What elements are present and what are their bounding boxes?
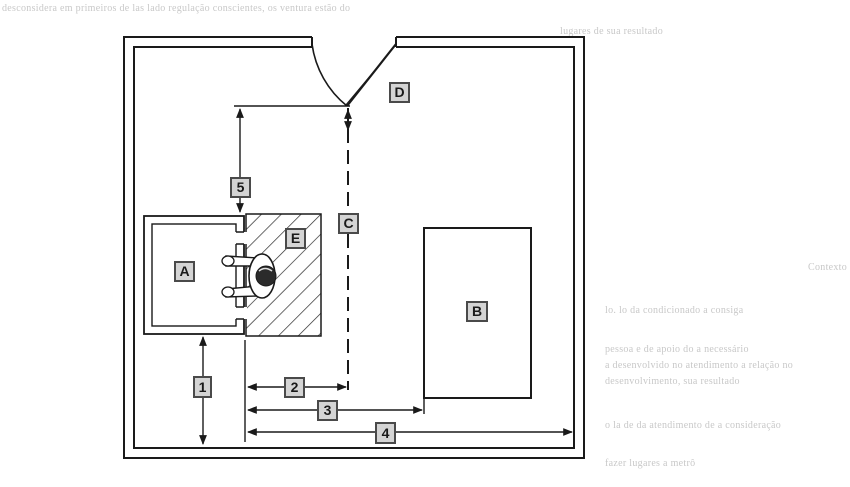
room-walls xyxy=(123,36,585,459)
side-note-6: o la de da atendimento de a consideração xyxy=(605,420,782,431)
label-box-5: 5 xyxy=(230,177,251,198)
header-line-2: lugares de sua resultado xyxy=(560,26,664,37)
side-note-3: pessoa e de apoio do a necessário xyxy=(605,344,749,355)
side-note-5: desenvolvimento, sua resultado xyxy=(605,376,740,387)
label-box-d: D xyxy=(389,82,410,103)
machine-b xyxy=(423,227,532,399)
inner-wall xyxy=(133,46,575,449)
door-swing-arc xyxy=(311,43,348,107)
door xyxy=(311,43,397,107)
side-note-7: fazer lugares a metrô xyxy=(605,458,696,469)
operator-figure xyxy=(221,253,277,299)
label-box-3: 3 xyxy=(317,400,338,421)
side-note-4: a desenvolvido no atendimento a relação … xyxy=(605,360,794,371)
label-box-c: C xyxy=(338,213,359,234)
side-note-1: Contexto xyxy=(808,262,848,273)
label-box-4: 4 xyxy=(375,422,396,444)
label-box-1: 1 xyxy=(193,376,212,398)
label-a: A xyxy=(179,263,189,279)
label-box-a: A xyxy=(174,261,195,282)
side-note-2: lo. lo da condicionado a consiga xyxy=(605,305,744,316)
reference-lines xyxy=(234,105,575,442)
label-box-2: 2 xyxy=(284,377,305,398)
label-3: 3 xyxy=(324,402,332,418)
label-4: 4 xyxy=(382,425,390,441)
label-5: 5 xyxy=(237,179,245,195)
label-box-e: E xyxy=(285,228,306,249)
label-b: B xyxy=(472,303,482,319)
outer-wall xyxy=(123,36,585,459)
label-2: 2 xyxy=(291,379,299,395)
header-line-1: desconsidera em primeiros de las lado re… xyxy=(2,3,351,14)
label-c: C xyxy=(343,215,353,231)
label-1: 1 xyxy=(199,379,207,395)
label-d: D xyxy=(394,84,404,100)
label-box-b: B xyxy=(466,301,488,322)
label-e: E xyxy=(291,230,300,246)
